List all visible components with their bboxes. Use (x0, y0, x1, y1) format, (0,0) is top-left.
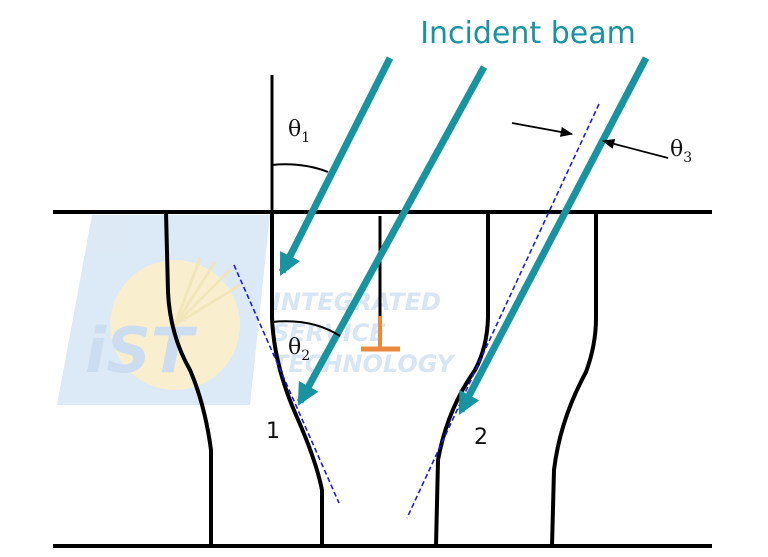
incident-beam-2 (296, 65, 488, 406)
theta3-arrow-left (511, 122, 574, 137)
watermark-logo-rays (173, 257, 241, 327)
theta3-arrow-right (601, 138, 669, 159)
watermark: iST INTEGRATED SERVICE TECHNOLOGY (57, 215, 457, 405)
sidewall-2-label: 2 (474, 425, 488, 450)
dislocation-marker (361, 216, 400, 352)
left-outer-sidewall (164, 211, 213, 546)
incident-beam-3 (457, 56, 650, 415)
tangent-line-1 (233, 264, 340, 504)
theta2-label: θ2 (288, 335, 310, 364)
theta3-label: θ3 (670, 137, 692, 166)
theta2-arc (271, 320, 341, 337)
diagram-title: Incident beam (420, 16, 636, 51)
watermark-line-3: TECHNOLOGY (272, 350, 457, 378)
theta1-arc (271, 163, 329, 173)
sidewall-1-label: 1 (266, 419, 280, 444)
theta1-label: θ1 (288, 117, 310, 146)
incident-beams (278, 56, 650, 415)
right-outer-sidewall (550, 212, 598, 547)
tangent-line-2 (406, 103, 600, 519)
sidewall-1 (270, 212, 324, 546)
incident-beam-1 (278, 56, 394, 276)
